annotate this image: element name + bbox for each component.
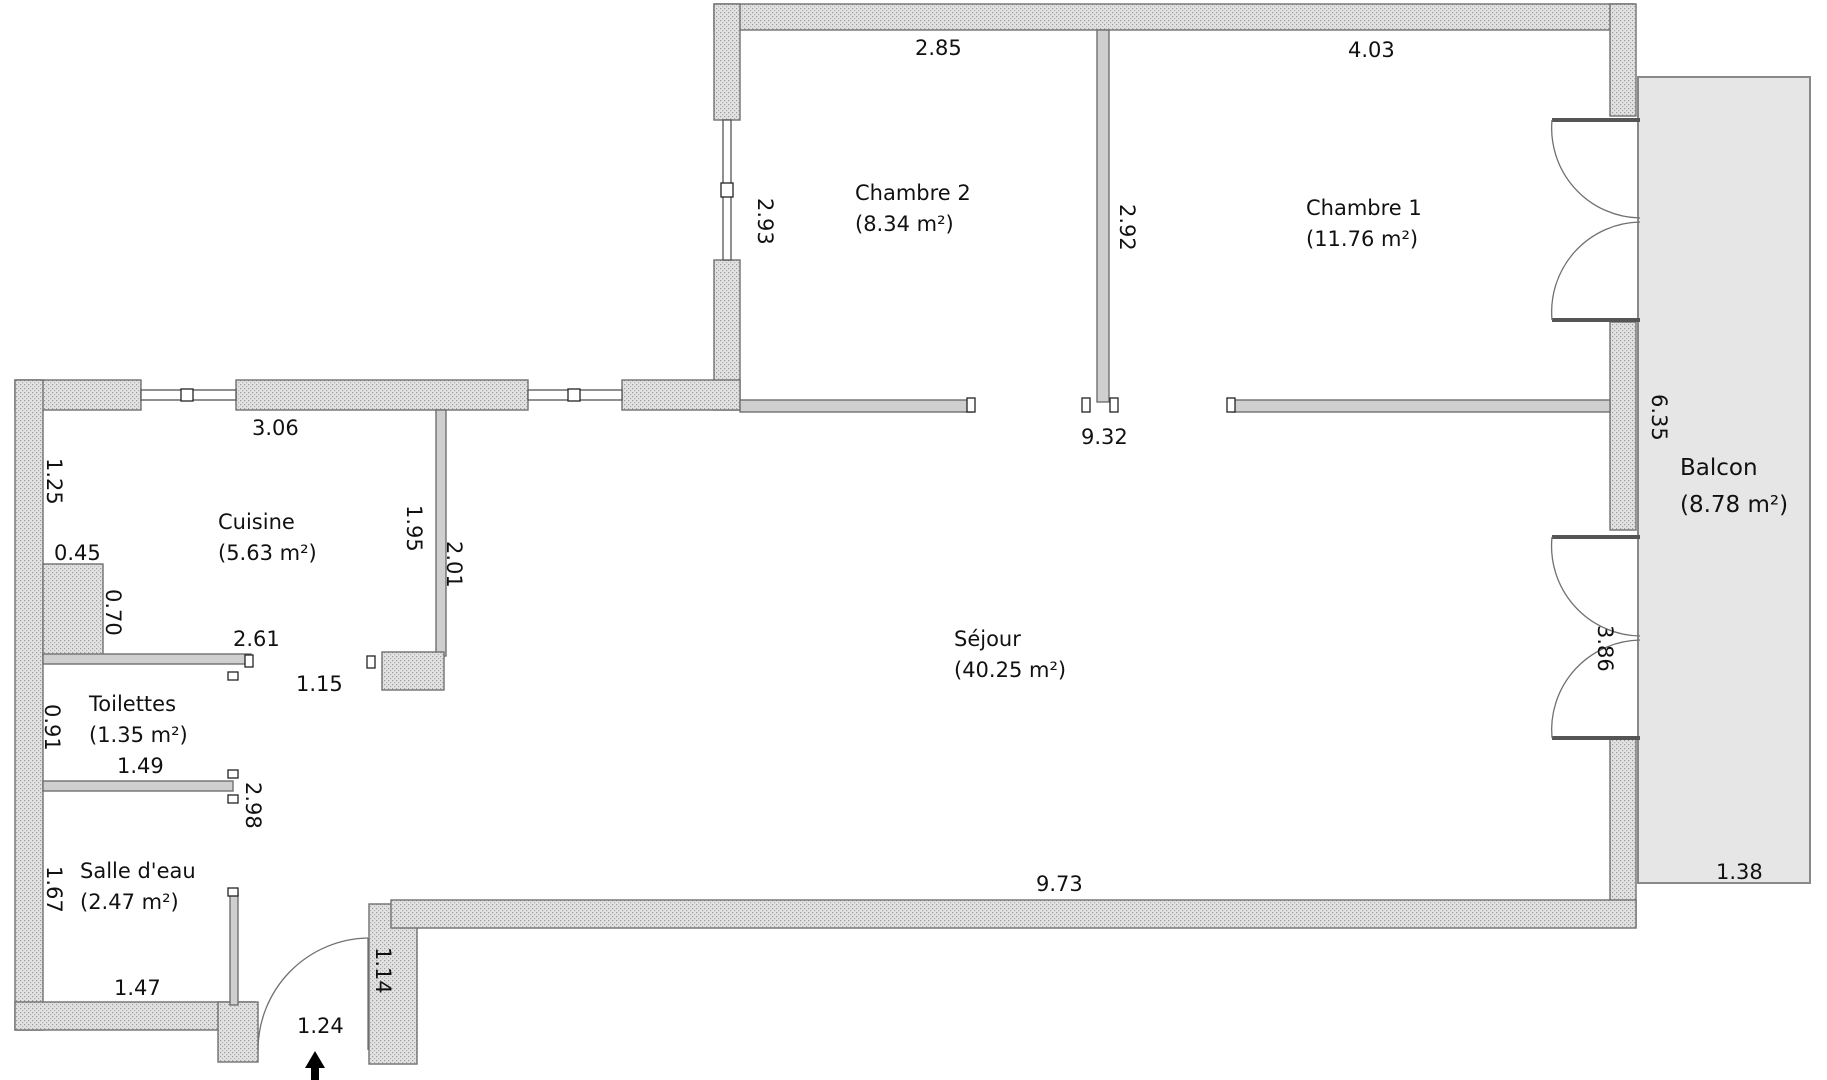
wall-bottom-sejour [390,899,1637,929]
wall-chambre2-bottom [739,399,973,413]
door-post-icon [366,655,376,669]
dimension-label: 0.91 [40,704,64,751]
dimension-label: 1.24 [297,1014,344,1038]
dimension-label: 1.47 [114,976,161,1000]
wall-right-mid [1609,321,1637,531]
dimension-label: 3.86 [1593,625,1617,672]
entrance-door-swing-icon [257,937,369,1051]
door-post-icon [1081,397,1091,413]
room-area-cuisine: (5.63 m²) [218,541,317,565]
room-area-salle-deau: (2.47 m²) [80,890,179,914]
dimension-label: 4.03 [1348,38,1395,62]
room-area-sejour: (40.25 m²) [954,658,1066,682]
door-post-icon [227,887,239,897]
room-name-salle-deau: Salle d'eau [80,859,196,883]
window-latch-icon [180,388,194,402]
door-swing-icon [1550,119,1641,219]
door-post-icon [966,397,976,413]
wall-entry-left-stub [217,1001,259,1063]
door-post-icon [227,794,239,804]
dimension-label: 1.95 [402,505,426,552]
wall-kitchen-toilet [42,653,252,665]
wall-left-chambre2-upper [713,3,741,121]
wall-left-outer [14,379,44,1031]
dimension-label: 1.49 [117,754,164,778]
dimension-label: 1.38 [1716,860,1763,884]
dimension-label: 6.35 [1647,394,1671,441]
door-post-icon [227,671,239,681]
room-name-balcon: Balcon [1680,455,1758,481]
dimension-label: 9.32 [1081,425,1128,449]
room-name-chambre2: Chambre 2 [855,181,971,205]
wall-toilet-bathroom [42,780,234,792]
wall-kitchen-step [42,563,104,659]
dimension-label: 0.45 [54,541,101,565]
dimension-label: 2.61 [233,627,280,651]
wall-kitchen-right-foot [381,651,445,691]
door-post-icon [227,769,239,779]
room-area-balcon: (8.78 m²) [1680,492,1788,518]
wall-right-lower [1609,737,1637,927]
room-name-cuisine: Cuisine [218,510,295,534]
dimension-label: 1.67 [42,866,66,913]
room-name-toilettes: Toilettes [88,692,176,716]
wall-chambre-partition [1096,29,1110,403]
dimension-label: 2.85 [915,36,962,60]
dimension-label: 2.01 [442,541,466,588]
window-latch-icon [567,388,581,402]
room-name-chambre1: Chambre 1 [1306,196,1422,220]
dimension-label: 9.73 [1036,872,1083,896]
window-latch-icon [720,182,734,198]
door-swing-icon [1550,221,1641,321]
dimension-label: 1.25 [42,458,66,505]
balcony-area [1637,76,1811,884]
entrance-arrow-icon [305,1051,325,1080]
dimension-label: 0.70 [101,589,125,636]
wall-bathroom-right [229,892,239,1006]
room-area-toilettes: (1.35 m²) [89,723,188,747]
dimension-label: 2.98 [241,782,265,829]
wall-top-bedrooms [713,3,1635,31]
wall-entry-right-stub [368,903,418,1065]
wall-chambre1-bottom [1231,399,1611,413]
dimension-label: 1.14 [371,947,395,994]
wall-top-sejour [621,379,741,411]
room-area-chambre2: (8.34 m²) [855,212,954,236]
door-swing-icon [1550,639,1641,739]
wall-kitchen-right [435,409,447,657]
room-name-sejour: Séjour [954,627,1021,651]
dimension-label: 2.93 [753,198,777,245]
door-post-icon [1109,397,1119,413]
room-area-chambre1: (11.76 m²) [1306,227,1418,251]
door-post-icon [1226,397,1236,413]
dimension-label: 3.06 [252,416,299,440]
door-post-icon [244,654,254,668]
dimension-label: 2.92 [1115,204,1139,251]
wall-right-upper [1609,3,1637,117]
dimension-label: 1.15 [296,672,343,696]
door-swing-icon [1550,536,1641,637]
wall-top-kitchen-mid [235,379,529,411]
